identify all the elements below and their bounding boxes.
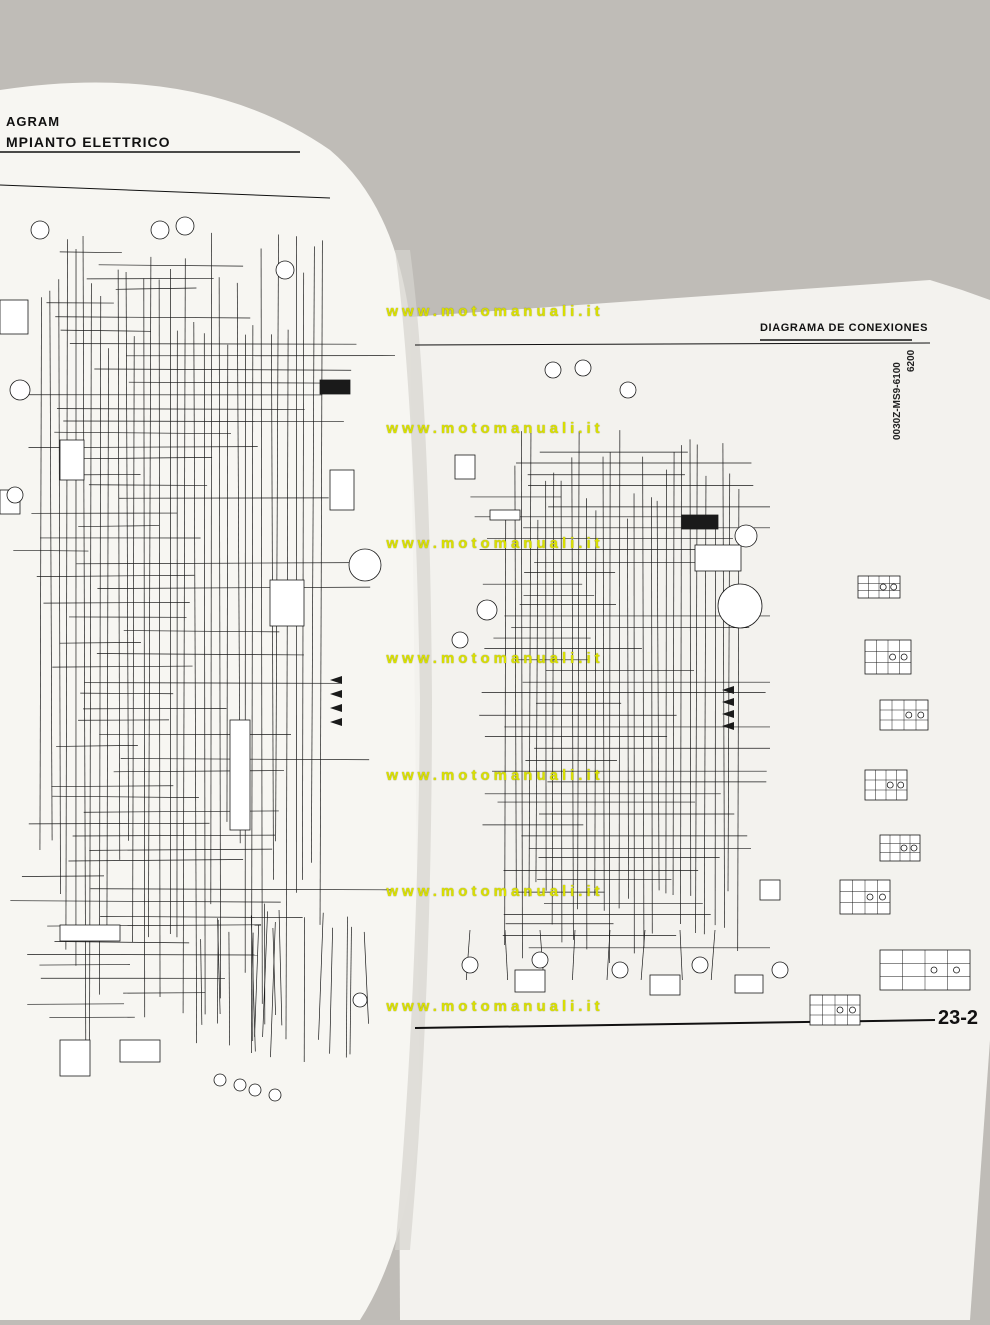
model-code-suffix: 6200 — [906, 350, 917, 372]
model-code: 0030Z-MS9-6100 — [892, 362, 903, 440]
right-page-header: DIAGRAMA DE CONEXIONES — [760, 322, 928, 334]
left-page-header-subtitle: MPIANTO ELETTRICO — [6, 134, 171, 150]
left-page-header-title: AGRAM — [6, 114, 60, 129]
page-number: 23-2 — [938, 1007, 978, 1030]
left-page-paper — [0, 83, 420, 1321]
